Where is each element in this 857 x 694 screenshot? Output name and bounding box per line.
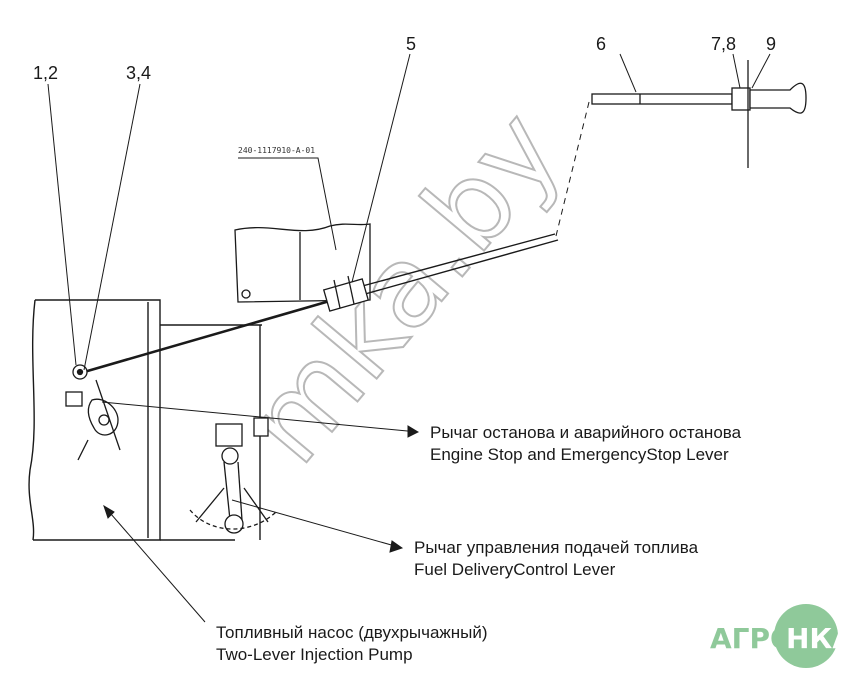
pump-label-en: Two-Lever Injection Pump: [216, 645, 413, 664]
cable-clamp: [322, 275, 370, 312]
logo-text-right: НКА: [786, 622, 854, 655]
fuel-lever-label-en: Fuel DeliveryControl Lever: [414, 560, 616, 579]
logo-text-left: АГРО: [710, 622, 794, 655]
callout-9: 9: [766, 34, 776, 54]
pump-label-ru: Топливный насос (двухрычажный): [216, 623, 488, 642]
callout-3-4: 3,4: [126, 63, 151, 83]
callout-6: 6: [596, 34, 606, 54]
callout-7-8: 7,8: [711, 34, 736, 54]
agronka-logo: АГРО НКА: [710, 604, 854, 668]
stop-handle: [591, 60, 807, 168]
fuel-lever-assembly: [189, 417, 277, 534]
part-number-label: 240-1117910-А-01: [238, 146, 315, 155]
part-number-leader: [238, 157, 337, 251]
callout-1-2: 1,2: [33, 63, 58, 83]
stop-lever-label-en: Engine Stop and EmergencyStop Lever: [430, 445, 729, 464]
injection-pump-outline: [28, 299, 262, 541]
fuel-lever-label-ru: Рычаг управления подачей топлива: [414, 538, 699, 557]
engine-bracket: [234, 223, 371, 303]
callout-leaders: [47, 53, 771, 623]
stop-lever-label-ru: Рычаг останова и аварийного останова: [430, 423, 742, 442]
callout-5: 5: [406, 34, 416, 54]
stop-lever-assembly: [65, 364, 121, 461]
stop-cable: [83, 97, 591, 374]
